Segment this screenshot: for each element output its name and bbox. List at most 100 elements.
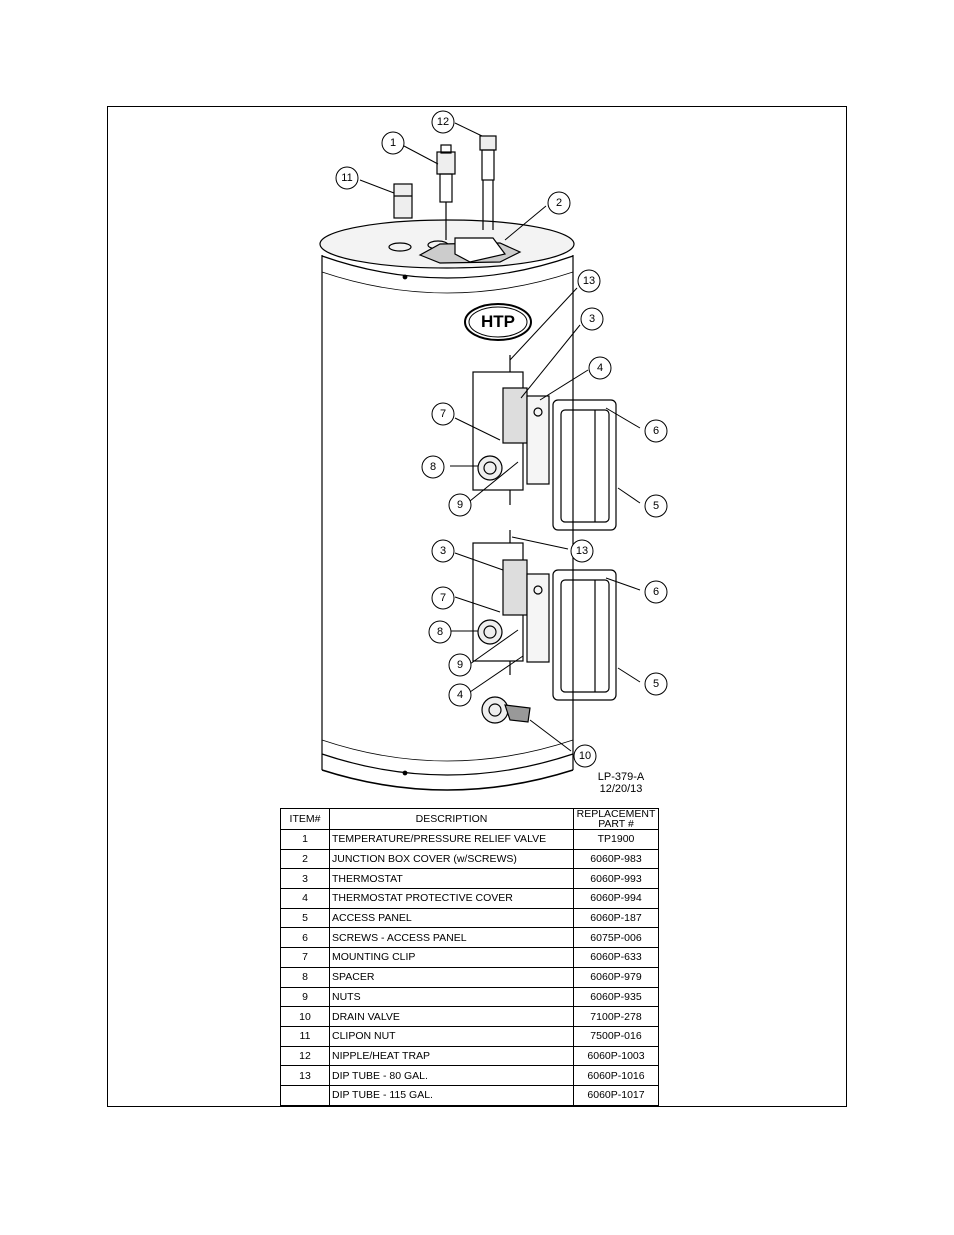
callout-4-lower: 4 (448, 683, 472, 707)
drawing-number: LP-379-A 12/20/13 (580, 771, 662, 795)
row-item: 3 (280, 868, 330, 890)
header-item: ITEM# (280, 808, 330, 830)
callout-10: 10 (573, 744, 597, 768)
row-part: 6060P-983 (573, 848, 659, 870)
svg-text:3: 3 (440, 545, 446, 557)
callout-3-lower: 3 (431, 539, 455, 563)
svg-text:8: 8 (437, 626, 443, 638)
row-description: MOUNTING CLIP (329, 947, 574, 968)
htp-logo-text: HTP (481, 312, 515, 331)
lower-thermostat-assembly (472, 530, 550, 675)
upper-access-panel (552, 399, 617, 531)
row-description: NUTS (329, 986, 574, 1008)
nipple-heat-trap (479, 135, 497, 230)
row-item: 2 (280, 848, 330, 870)
tp-relief-valve (436, 144, 456, 240)
row-part: 6060P-1016 (573, 1065, 659, 1086)
row-item: 7 (280, 947, 330, 968)
top-fittings (388, 237, 522, 264)
header-part: REPLACEMENT PART # (573, 808, 659, 830)
drawing-date: 12/20/13 (599, 783, 643, 795)
callout-5-lower: 5 (644, 672, 668, 696)
row-item (280, 1084, 330, 1106)
svg-text:4: 4 (597, 362, 603, 374)
svg-text:13: 13 (583, 275, 595, 287)
header-description: DESCRIPTION (329, 808, 574, 830)
svg-text:2: 2 (556, 197, 562, 209)
svg-text:9: 9 (457, 659, 463, 671)
upper-thermostat-assembly (472, 355, 550, 505)
row-part: 6060P-187 (573, 907, 659, 929)
callout-6-upper: 6 (644, 419, 668, 443)
callout-13-lower: 13 (570, 539, 594, 563)
row-part: 6060P-935 (573, 986, 659, 1008)
drawing-frame (107, 106, 847, 1107)
clipon-nut (393, 183, 413, 219)
svg-text:7: 7 (440, 408, 446, 420)
row-description: NIPPLE/HEAT TRAP (329, 1045, 574, 1067)
row-description: JUNCTION BOX COVER (w/SCREWS) (329, 848, 574, 870)
row-description: DIP TUBE - 115 GAL. (329, 1084, 574, 1106)
svg-text:12: 12 (437, 116, 449, 128)
row-item: 12 (280, 1045, 330, 1067)
row-item: 4 (280, 888, 330, 909)
svg-text:6: 6 (653, 425, 659, 437)
row-part: 6060P-993 (573, 868, 659, 890)
row-item: 11 (280, 1025, 330, 1047)
svg-text:6: 6 (653, 586, 659, 598)
row-item: 13 (280, 1065, 330, 1086)
row-description: SCREWS - ACCESS PANEL (329, 927, 574, 949)
row-part: 6060P-1003 (573, 1045, 659, 1067)
drawing-id: LP-379-A (597, 771, 645, 783)
svg-text:3: 3 (589, 313, 595, 325)
callout-13-upper: 13 (577, 269, 601, 293)
row-part: 7100P-278 (573, 1006, 659, 1027)
row-item: 8 (280, 966, 330, 988)
row-description: THERMOSTAT (329, 868, 574, 890)
svg-text:5: 5 (653, 500, 659, 512)
svg-text:9: 9 (457, 499, 463, 511)
callout-9-upper: 9 (448, 493, 472, 517)
row-item: 10 (280, 1006, 330, 1027)
row-part: 6060P-633 (573, 947, 659, 968)
row-part: 6060P-994 (573, 888, 659, 909)
callout-12: 12 (431, 110, 455, 134)
svg-text:13: 13 (576, 545, 588, 557)
callout-6-lower: 6 (644, 580, 668, 604)
row-part: TP1900 (573, 829, 659, 850)
callout-8-lower: 8 (428, 620, 452, 644)
callout-1: 1 (381, 131, 405, 155)
callout-4-upper: 4 (588, 356, 612, 380)
row-description: ACCESS PANEL (329, 907, 574, 929)
tank-body (319, 219, 575, 791)
table-row: DIP TUBE - 115 GAL.6060P-1017 (280, 1084, 659, 1106)
row-part: 6075P-006 (573, 927, 659, 949)
row-part: 6060P-979 (573, 966, 659, 988)
row-description: DIP TUBE - 80 GAL. (329, 1065, 574, 1086)
svg-text:8: 8 (430, 461, 436, 473)
callout-9-lower: 9 (448, 653, 472, 677)
row-description: CLIPON NUT (329, 1025, 574, 1047)
row-description: SPACER (329, 966, 574, 988)
row-part: 6060P-1017 (573, 1084, 659, 1106)
callout-5-upper: 5 (644, 494, 668, 518)
leader-lines (359, 122, 641, 752)
callout-2: 2 (547, 191, 571, 215)
svg-text:5: 5 (653, 678, 659, 690)
svg-text:11: 11 (341, 172, 352, 184)
callout-7-upper: 7 (431, 402, 455, 426)
htp-logo (464, 303, 532, 341)
